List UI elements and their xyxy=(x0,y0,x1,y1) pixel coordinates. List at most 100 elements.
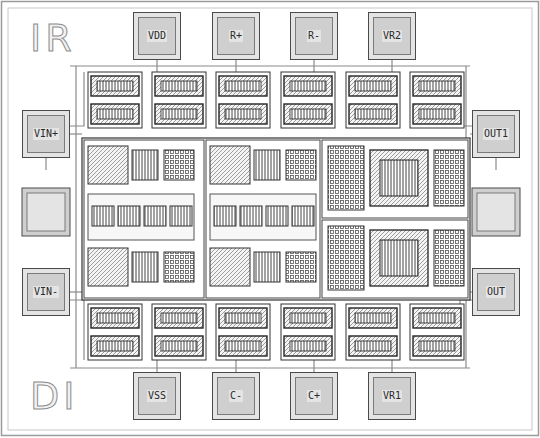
esd-cell xyxy=(281,72,335,128)
pin-name: VR1 xyxy=(382,390,402,402)
diode-ring xyxy=(349,308,397,328)
diode-finger xyxy=(419,109,455,119)
esd-outline xyxy=(346,72,400,128)
diode-ring xyxy=(155,336,203,356)
diode-ring xyxy=(91,308,139,328)
bond-pad: VR1 xyxy=(368,372,416,420)
transistor-array xyxy=(210,146,250,184)
capacitor-array xyxy=(434,150,464,206)
diode-finger xyxy=(290,313,326,323)
transistor-array xyxy=(210,248,250,286)
esd-cell xyxy=(346,72,400,128)
resistor-symbol xyxy=(144,206,166,226)
diode-ring xyxy=(349,76,397,96)
bond-pad: R- xyxy=(290,12,338,60)
core-block xyxy=(322,220,468,298)
esd-cell xyxy=(216,304,270,360)
diode-ring xyxy=(349,104,397,124)
metal-wire xyxy=(45,158,46,170)
diode-ring xyxy=(284,76,332,96)
diode-finger xyxy=(161,313,197,323)
resistor-symbol xyxy=(214,206,236,226)
transistor-array xyxy=(254,150,280,180)
diode-ring xyxy=(413,308,461,328)
watermark: DI xyxy=(30,376,78,416)
diode-finger xyxy=(290,109,326,119)
bond-pad: OUT1 xyxy=(472,110,520,158)
diode-finger xyxy=(161,341,197,351)
watermark: IR xyxy=(30,18,76,58)
diode-finger xyxy=(161,109,197,119)
diode-finger xyxy=(225,313,261,323)
resistor-band xyxy=(88,194,194,240)
bond-pad: C+ xyxy=(290,372,338,420)
transistor-array xyxy=(370,230,428,286)
pin-name: R- xyxy=(307,30,321,42)
metal-wire xyxy=(70,367,470,368)
esd-cell xyxy=(88,72,142,128)
resistor-symbol xyxy=(170,206,192,226)
resistor-symbol xyxy=(240,206,262,226)
metal-wire xyxy=(75,66,76,368)
core-block xyxy=(84,140,204,298)
pin-name: VR2 xyxy=(382,30,402,42)
resistor-band xyxy=(210,194,316,240)
wire-group xyxy=(46,60,496,372)
esd-outline xyxy=(281,72,335,128)
diode-finger xyxy=(161,81,197,91)
capacitor-array xyxy=(434,230,464,286)
metal-wire xyxy=(70,65,470,66)
transistor-array xyxy=(132,252,158,282)
diode-ring xyxy=(91,336,139,356)
esd-cell xyxy=(410,304,464,360)
transistor-array xyxy=(370,150,428,206)
esd-cell xyxy=(152,72,206,128)
bond-pad: VIN+ xyxy=(22,110,70,158)
esd-outline xyxy=(152,304,206,360)
esd-cell xyxy=(216,72,270,128)
pad-wire xyxy=(156,360,157,372)
resistor-symbol xyxy=(292,206,314,226)
transistor-array xyxy=(380,160,418,196)
diode-finger xyxy=(290,81,326,91)
pin-name: C+ xyxy=(307,390,321,402)
pin-name: VDD xyxy=(147,30,167,42)
core-outline xyxy=(82,138,470,300)
esd-outline xyxy=(216,304,270,360)
esd-cell xyxy=(410,72,464,128)
core-circuit xyxy=(82,138,470,300)
esd-outline xyxy=(88,304,142,360)
diode-finger xyxy=(225,81,261,91)
esd-cell xyxy=(88,304,142,360)
core-block xyxy=(206,140,320,298)
transistor-array xyxy=(88,248,128,286)
diode-ring xyxy=(155,76,203,96)
diode-ring xyxy=(155,104,203,124)
resistor-symbol xyxy=(118,206,140,226)
seal-ring xyxy=(8,8,532,430)
diode-ring xyxy=(284,104,332,124)
pad-wire xyxy=(313,360,314,372)
esd-cell xyxy=(152,304,206,360)
diode-finger xyxy=(97,109,133,119)
transistor-array xyxy=(380,240,418,276)
diode-ring xyxy=(413,336,461,356)
bond-pad xyxy=(22,188,70,236)
bond-pad: VSS xyxy=(133,372,181,420)
pin-name: OUT xyxy=(486,286,506,298)
metal-wire xyxy=(70,291,82,292)
capacitor-array xyxy=(164,252,194,282)
transistor-array xyxy=(88,146,128,184)
esd-outline xyxy=(410,304,464,360)
diode-ring xyxy=(219,308,267,328)
diode-finger xyxy=(355,341,391,351)
diode-ring xyxy=(413,104,461,124)
esd-cell xyxy=(281,304,335,360)
diode-finger xyxy=(97,313,133,323)
bond-pad: C- xyxy=(212,372,260,420)
bond-pad: VR2 xyxy=(368,12,416,60)
pad-opening xyxy=(477,193,515,231)
pad-wire xyxy=(70,300,84,360)
